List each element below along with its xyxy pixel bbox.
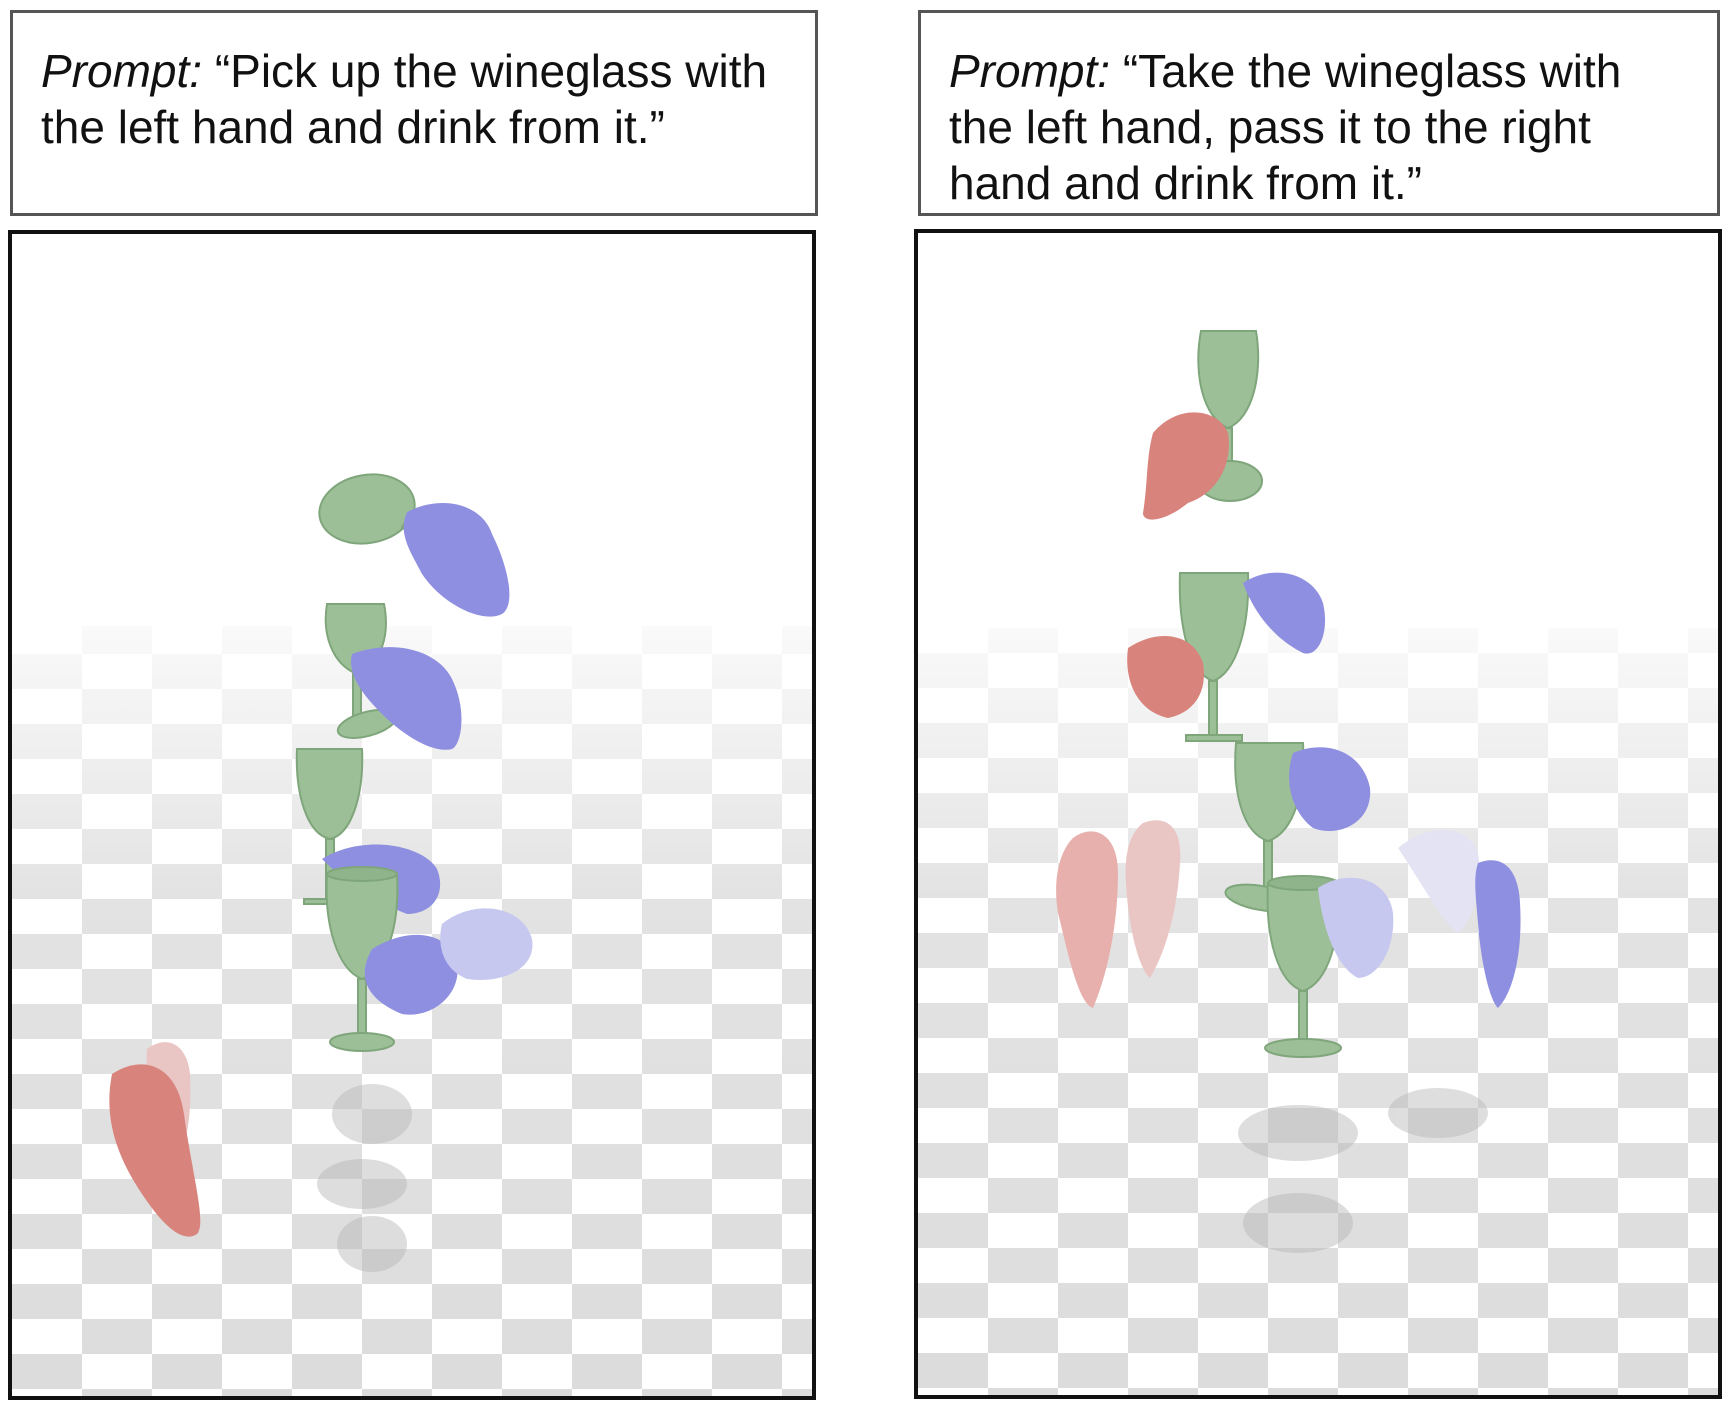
prompt-text-left: Prompt: “Pick up the wineglass with the … xyxy=(41,43,787,155)
prompt-text-right: Prompt: “Take the wineglass with the lef… xyxy=(949,43,1689,211)
scene-left-render xyxy=(12,473,812,1396)
hand-icon xyxy=(1127,636,1204,718)
prompt-quote-right: “Take the wineglass with the left hand, … xyxy=(949,45,1622,209)
shadows xyxy=(1238,1088,1488,1253)
prompt-label-right: Prompt: xyxy=(949,45,1111,97)
prompt-label-left: Prompt: xyxy=(41,45,203,97)
hand-icon xyxy=(1289,747,1371,832)
prompt-box-left: Prompt: “Pick up the wineglass with the … xyxy=(10,10,818,216)
scene-right-render xyxy=(918,330,1718,1395)
hand-icon xyxy=(1475,860,1521,1008)
scene-right xyxy=(914,229,1722,1399)
hand-icon xyxy=(351,647,462,750)
hand-icon xyxy=(364,934,458,1015)
hand-icon xyxy=(1056,831,1118,1008)
prompt-box-right: Prompt: “Take the wineglass with the lef… xyxy=(918,10,1720,216)
wineglass-icon xyxy=(1264,875,1342,1058)
floor-haze xyxy=(918,628,1718,1395)
hand-icon xyxy=(109,1064,201,1237)
hand-icon xyxy=(1318,877,1394,978)
hand-icon xyxy=(1398,829,1480,933)
hand-icon xyxy=(440,908,533,980)
scene-left xyxy=(8,230,816,1400)
hand-icon xyxy=(1143,412,1229,520)
hand-icon xyxy=(1125,820,1181,978)
shadows xyxy=(317,1084,412,1272)
prompt-quote-left: “Pick up the wineglass with the left han… xyxy=(41,45,768,153)
hand-icon xyxy=(1243,572,1326,654)
wineglass-icon xyxy=(325,866,399,1052)
hand-icon xyxy=(403,503,510,617)
